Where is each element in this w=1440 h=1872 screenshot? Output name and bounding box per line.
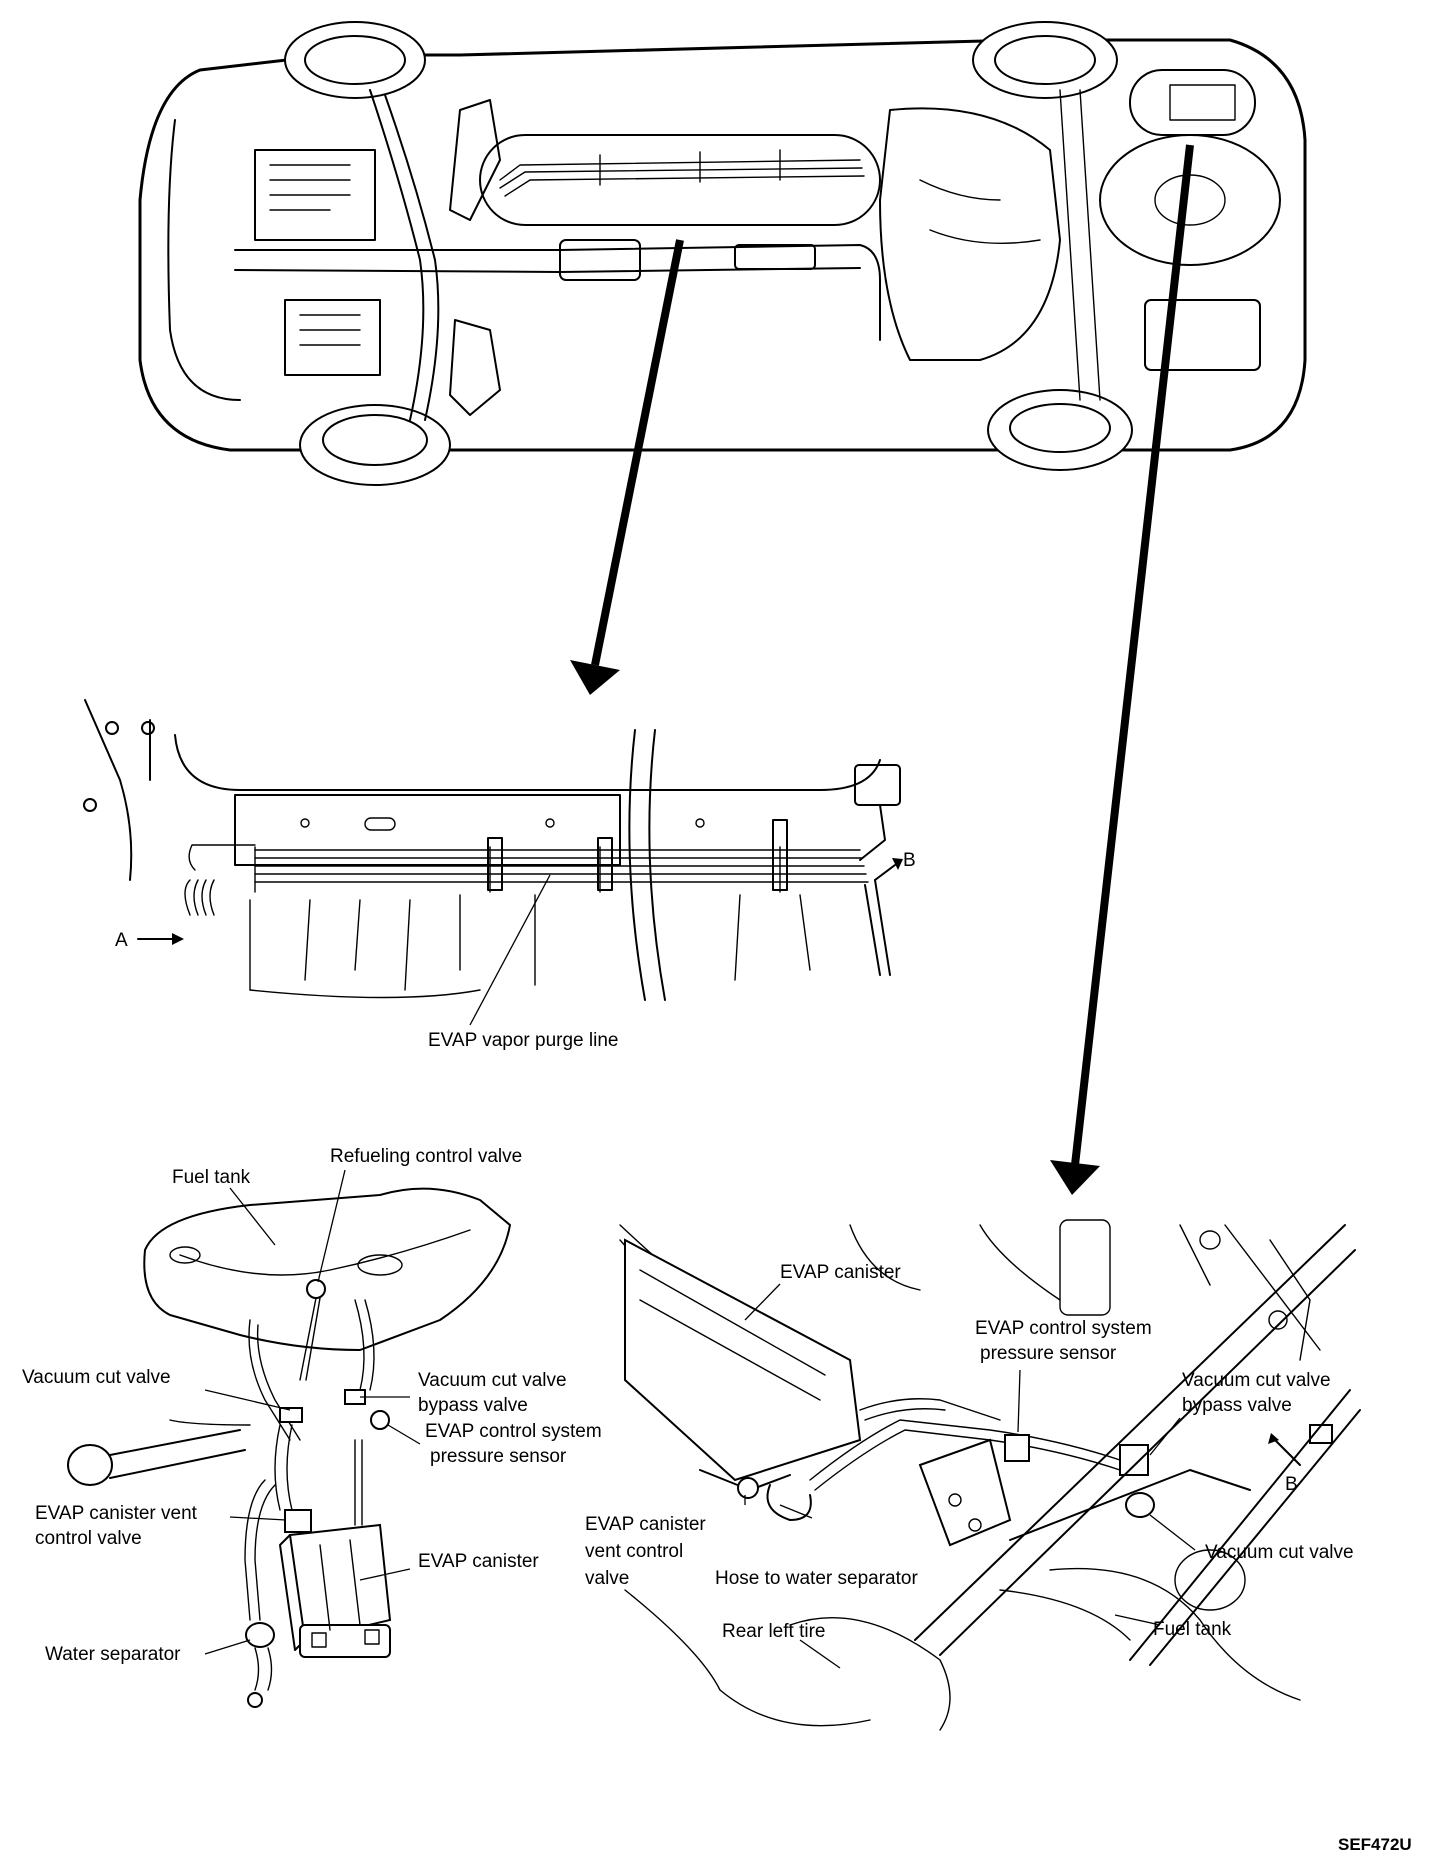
front-left-wheel <box>284 21 426 99</box>
fuel-tank-detail: Fuel tank Refueling control valve Vacuum… <box>22 1146 602 1708</box>
water-separator-shape <box>245 1622 275 1708</box>
figure-code: SEF472U <box>1338 1835 1412 1854</box>
underbody-canister-detail: EVAP canister EVAP control system pressu… <box>585 1219 1361 1731</box>
tank-detail-vent-valve-label-line1: EVAP canister vent <box>35 1503 198 1524</box>
underbody-rear-left-tire-label: Rear left tire <box>722 1621 825 1642</box>
rear-right-wheel <box>987 389 1133 471</box>
tank-detail-water-separator-label: Water separator <box>45 1644 181 1665</box>
underbody-bypass-valve-label-line2: bypass valve <box>1182 1395 1292 1416</box>
underbody-hose-label: Hose to water separator <box>715 1568 918 1589</box>
tank-detail-vacuum-cut-valve-label: Vacuum cut valve <box>22 1367 171 1388</box>
front-right-wheel <box>299 404 451 486</box>
underbody-bypass-valve-label-line1: Vacuum cut valve <box>1182 1370 1331 1391</box>
underbody-fuel-tank-label: Fuel tank <box>1153 1619 1232 1640</box>
canister-highlight <box>1129 69 1256 136</box>
fuel-tank-shape <box>143 1187 511 1351</box>
evap-canister-shape <box>279 1523 392 1658</box>
underbody-end-b-label: B <box>1285 1474 1298 1495</box>
tank-detail-bypass-valve-label-line1: Vacuum cut valve <box>418 1370 567 1391</box>
callout-arrows <box>570 144 1194 1195</box>
underbody-vent-valve-label-line3: valve <box>585 1568 629 1589</box>
underbody-vent-valve-label-line2: vent control <box>585 1541 683 1562</box>
tank-detail-refueling-valve-label: Refueling control valve <box>330 1146 522 1167</box>
tank-detail-pressure-sensor-label-line1: EVAP control system <box>425 1421 602 1442</box>
purge-line-detail: A B EVAP vapor purge line <box>83 699 916 1051</box>
purge-line-highlight <box>479 134 881 226</box>
evap-vapor-purge-line-label: EVAP vapor purge line <box>428 1030 618 1051</box>
underbody-canister-label: EVAP canister <box>780 1262 901 1283</box>
underbody-canister-shape <box>624 1238 862 1491</box>
underbody-pressure-sensor-label-line2: pressure sensor <box>980 1343 1117 1364</box>
filler-neck <box>67 1419 251 1486</box>
tank-detail-fuel-tank-label: Fuel tank <box>172 1167 251 1188</box>
tank-detail-canister-label: EVAP canister <box>418 1551 539 1572</box>
tank-detail-pressure-sensor-label-line2: pressure sensor <box>430 1446 567 1467</box>
vehicle-underbody-overview <box>138 21 1307 486</box>
underbody-pressure-sensor-label-line1: EVAP control system <box>975 1318 1152 1339</box>
rear-left-wheel <box>972 21 1118 99</box>
tank-detail-vent-valve-label-line2: control valve <box>35 1528 142 1549</box>
underbody-vacuum-cut-valve-label: Vacuum cut valve <box>1205 1542 1354 1563</box>
end-b-label: B <box>903 850 916 871</box>
tank-detail-bypass-valve-label-line2: bypass valve <box>418 1395 528 1416</box>
underbody-vent-valve-label-line1: EVAP canister <box>585 1514 706 1535</box>
end-a-label: A <box>115 930 128 951</box>
